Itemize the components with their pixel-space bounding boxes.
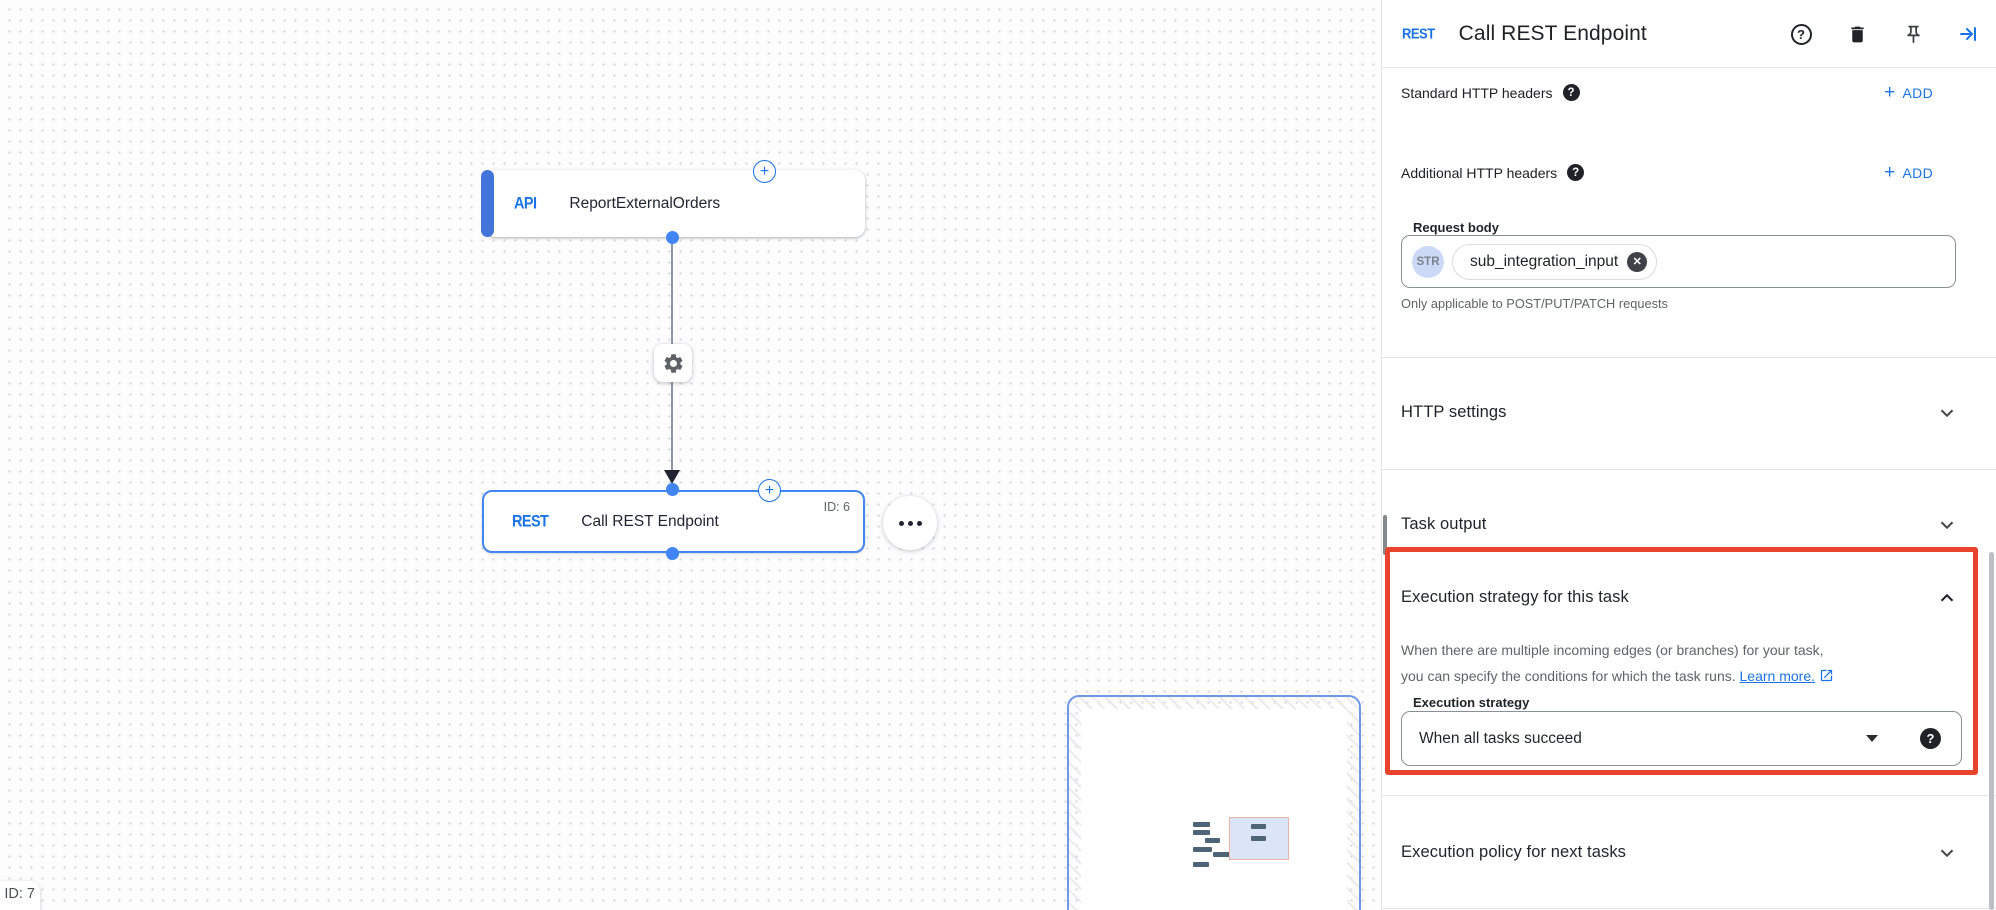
help-icon[interactable]: ? [1567,164,1585,181]
execution-strategy-description: When there are multiple incoming edges (… [1401,637,1967,691]
help-icon[interactable]: ? [1920,728,1941,749]
dropdown-caret-icon [1866,735,1878,742]
chevron-down-icon [1940,521,1954,530]
add-standard-header-button[interactable]: + ADD [1884,82,1933,103]
request-body-label: Request body [1408,220,1504,235]
help-button[interactable]: ? [1782,15,1820,53]
task-list-illustration-icon [1190,817,1300,872]
expand-execution-policy-button[interactable] [1935,841,1959,865]
expand-http-settings-button[interactable] [1935,401,1959,425]
plus-icon: + [1884,82,1896,103]
chevron-down-icon [1940,849,1954,858]
panel-scrollbar[interactable] [1989,552,1994,910]
chevron-down-icon [1940,409,1954,418]
section-execution-policy[interactable]: Execution policy for next tasks [1401,843,1627,861]
rest-task-badge: REST [1402,24,1435,43]
collapse-panel-button[interactable] [1949,15,1987,53]
partial-node-id-label: ID: 7 [4,886,35,902]
panel-scroll-indicator [1383,515,1387,555]
workflow-canvas[interactable]: API ReportExternalOrders + REST Call RES… [0,0,1381,910]
more-options-button[interactable] [883,496,937,550]
section-execution-strategy[interactable]: Execution strategy for this task [1401,588,1629,606]
gear-icon [664,353,682,373]
external-link-icon [1819,665,1834,691]
delete-task-button[interactable] [1838,15,1876,53]
trash-icon [1850,26,1864,42]
help-icon: ? [1790,23,1812,45]
edge-arrowhead-icon [664,470,680,484]
standard-http-headers-label: Standard HTTP headers ? [1401,84,1580,101]
collapse-execution-strategy-button[interactable] [1935,586,1959,610]
rest-task-badge: REST [512,512,549,531]
help-icon[interactable]: ? [1562,84,1580,101]
additional-http-headers-label: Additional HTTP headers ? [1401,164,1585,181]
node-drop-placeholder [1067,695,1361,910]
chevron-up-icon [1940,593,1954,602]
ellipsis-icon [898,520,904,526]
remove-variable-icon[interactable]: ✕ [1627,251,1648,272]
section-http-settings[interactable]: HTTP settings [1401,403,1507,421]
expand-task-output-button[interactable] [1935,513,1959,537]
api-trigger-badge: API [514,194,537,213]
trigger-node-label: ReportExternalOrders [569,194,721,212]
task-node-call-rest-endpoint[interactable]: REST Call REST Endpoint ID: 6 [482,490,865,553]
execution-strategy-field-label: Execution strategy [1408,695,1535,710]
panel-title: Call REST Endpoint [1458,21,1647,45]
trigger-output-port[interactable] [666,231,679,244]
task-id-label: ID: 6 [823,500,850,514]
request-body-helper: Only applicable to POST/PUT/PATCH reques… [1401,296,1668,311]
variable-chip[interactable]: sub_integration_input ✕ [1452,243,1658,280]
execution-strategy-select[interactable]: When all tasks succeed ? [1401,711,1962,766]
task-output-port[interactable] [666,547,679,560]
add-edge-plus-icon[interactable]: + [758,479,781,502]
pin-panel-button[interactable] [1894,15,1932,53]
plus-icon: + [1884,162,1896,183]
edge-settings-button[interactable] [654,344,692,382]
pin-icon [1906,25,1920,43]
section-task-output[interactable]: Task output [1401,515,1487,533]
panel-header: REST Call REST Endpoint ? [1382,0,1996,68]
add-additional-header-button[interactable]: + ADD [1884,162,1933,183]
task-input-port[interactable] [666,483,679,496]
string-type-chip: STR [1412,245,1444,278]
task-config-panel: REST Call REST Endpoint ? Standard HTTP … [1381,0,1996,910]
request-body-field[interactable]: STR sub_integration_input ✕ [1401,235,1956,288]
add-edge-plus-icon[interactable]: + [753,160,776,183]
partial-node[interactable]: ID: 7 [0,881,40,910]
learn-more-link[interactable]: Learn more. [1739,668,1815,684]
collapse-panel-icon [1960,27,1976,41]
trigger-node-report-external-orders[interactable]: API ReportExternalOrders [481,170,865,237]
task-node-label: Call REST Endpoint [581,512,719,530]
